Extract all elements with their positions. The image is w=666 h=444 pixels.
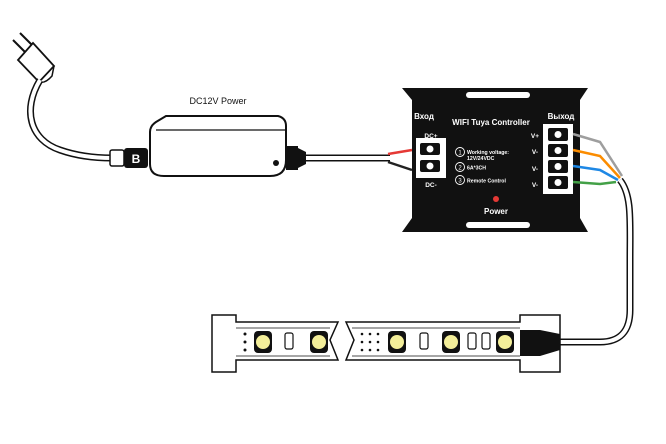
- power-led-icon: [273, 160, 279, 166]
- pin-v-minus-2: V-: [532, 166, 538, 173]
- spec-2-text: 6A*3CH: [467, 166, 486, 172]
- controller-body: [402, 88, 588, 232]
- spec-3-number: 3: [458, 179, 462, 185]
- pin-v-minus-3: V-: [532, 182, 538, 189]
- led-chip-icon: [390, 335, 404, 349]
- output-wires: [572, 132, 624, 186]
- pin-v-minus-1: V-: [532, 149, 538, 156]
- mains-plug: [12, 32, 56, 84]
- led-chip-icon: [256, 335, 270, 349]
- spec-3-text: Remote Control: [467, 179, 506, 185]
- input-title: Вход: [414, 112, 434, 121]
- pin-v-plus: V+: [531, 133, 539, 140]
- output-title: Выход: [548, 112, 575, 121]
- dc-plus-label: DC+: [424, 133, 437, 140]
- power-label: Power: [484, 207, 508, 216]
- dc-connector: B: [109, 148, 148, 168]
- led-strip-left: [211, 314, 340, 373]
- led-chip-icon: [312, 335, 326, 349]
- wire-black: [387, 160, 413, 172]
- wire-red: [387, 148, 413, 156]
- led-strip-right: [344, 314, 561, 373]
- spec-2-number: 2: [458, 166, 462, 172]
- power-supply-label: DC12V Power: [189, 96, 246, 106]
- power-supply: [149, 115, 306, 177]
- strip-connector: [520, 330, 560, 356]
- spec-1-text-line2: 12V/24VDC: [467, 156, 495, 162]
- svg-text:B: B: [132, 152, 141, 166]
- mains-cable: [27, 78, 113, 162]
- led-chip-icon: [444, 335, 458, 349]
- dc-minus-label: DC-: [425, 182, 437, 189]
- led-chip-icon: [498, 335, 512, 349]
- spec-1-text: Working voltage:: [467, 150, 509, 156]
- spec-1-number: 1: [458, 151, 462, 157]
- power-indicator-icon: [493, 196, 499, 202]
- controller-title: WIFI Tuya Controller: [452, 118, 530, 127]
